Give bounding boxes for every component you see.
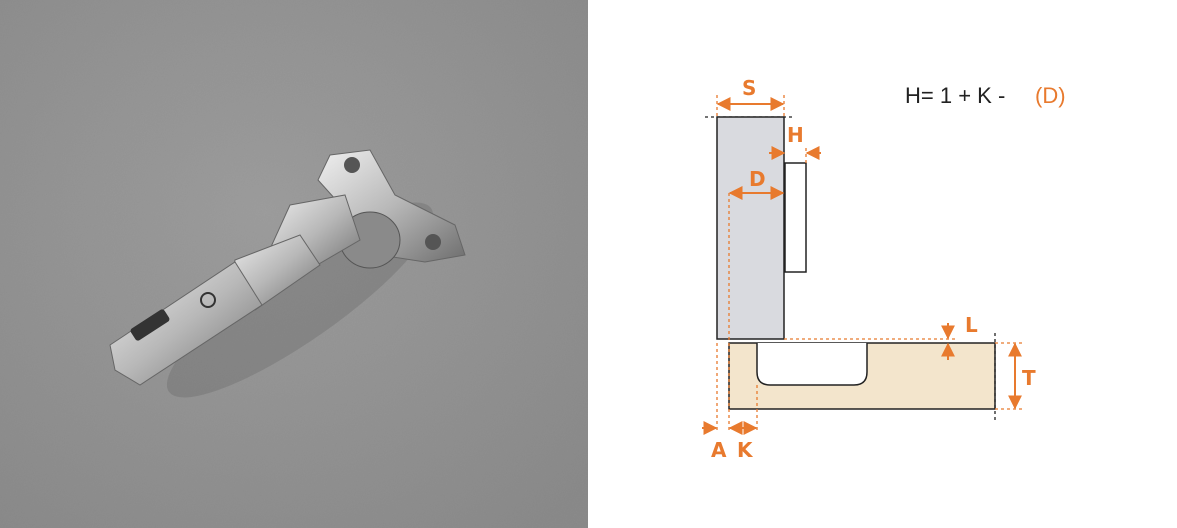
cup-cutout <box>756 343 868 386</box>
hinge-photo <box>0 0 588 528</box>
formula-text: H= 1 + K - <box>905 83 1005 108</box>
hinge-image <box>109 149 466 398</box>
label-d: D <box>749 167 766 191</box>
cabinet-side-panel <box>716 116 785 340</box>
mounting-plate <box>784 162 807 273</box>
label-k: K <box>737 438 754 462</box>
formula-d: (D) <box>1035 83 1066 108</box>
label-a: A <box>711 438 727 462</box>
label-s: S <box>742 76 756 100</box>
label-h: H <box>787 123 804 147</box>
label-l: L <box>965 313 978 337</box>
label-t: T <box>1022 366 1036 390</box>
